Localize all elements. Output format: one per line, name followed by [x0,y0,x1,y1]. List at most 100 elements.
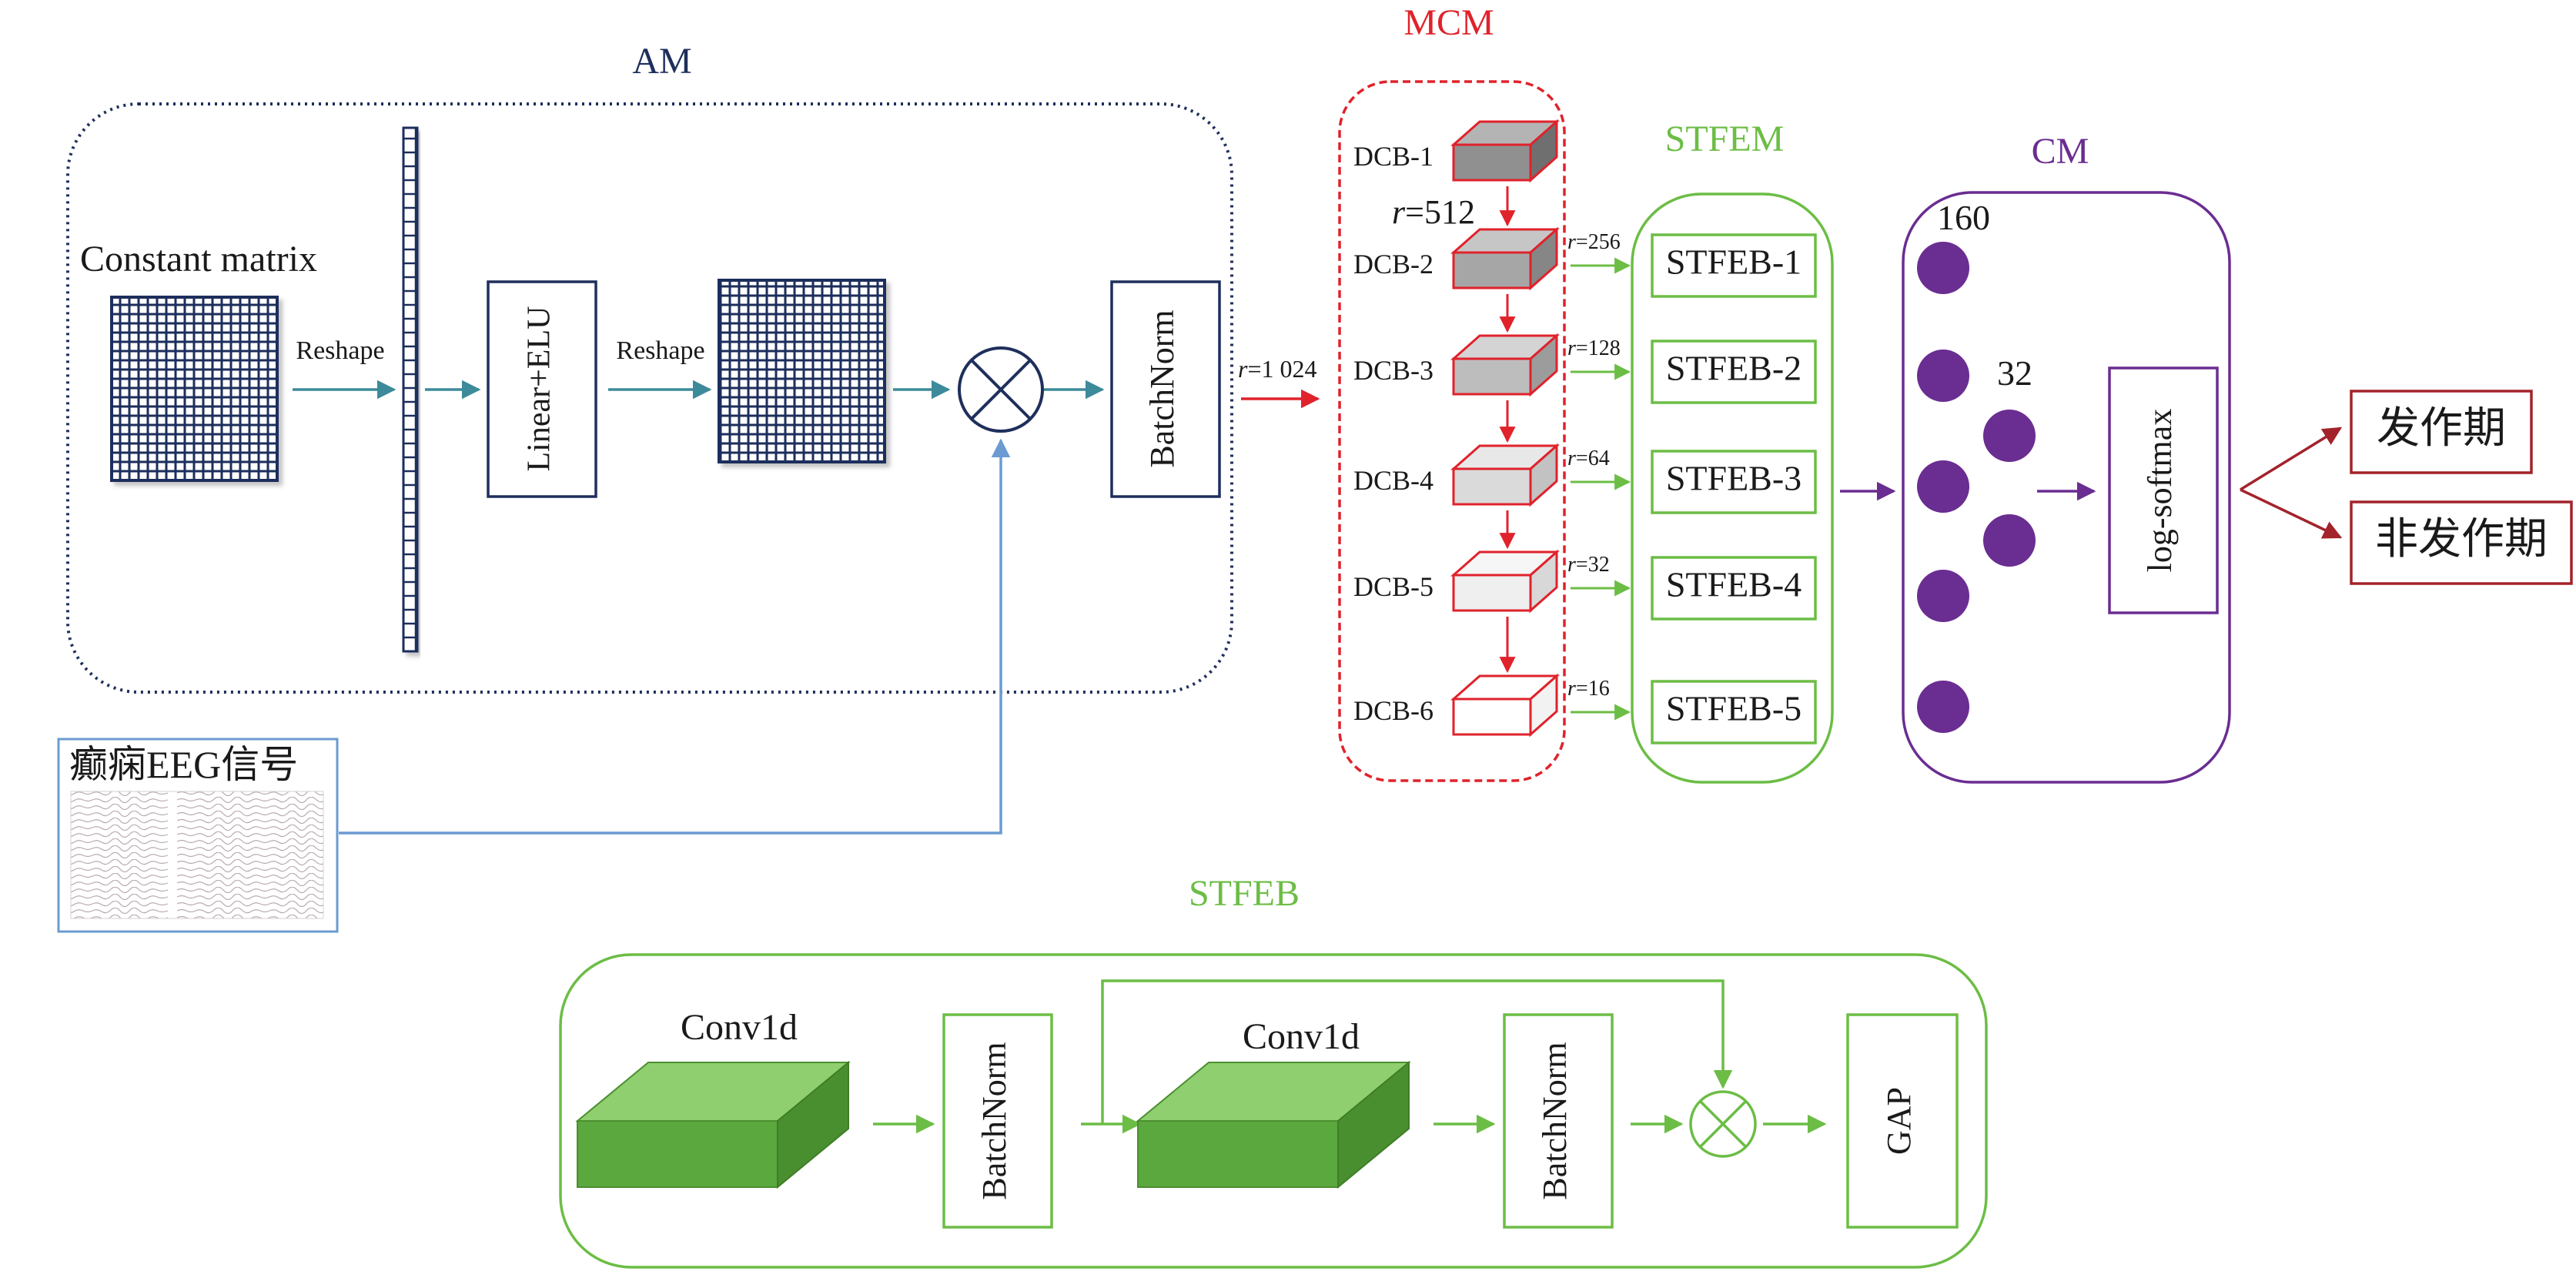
stfem-container [1631,192,1834,784]
am-batchnorm-box [1110,280,1221,498]
r-branch-label: r=64 [1567,447,1610,470]
neuron-layer1-4 [1917,570,1969,622]
mcm-container [1338,80,1566,782]
arrow-eeg-to-multiply [339,438,1011,835]
r-branch-label: r=32 [1567,553,1610,577]
stfeb-block-5: STFEB-5 r=16 [1567,677,1817,744]
stfeb-batchnorm-box-2 [1503,1013,1614,1229]
dcb-cube-side [1529,226,1558,291]
r-top-label: r=512 [1392,193,1475,231]
stfeb-block-4: STFEB-4 r=32 [1567,553,1817,621]
neuron-layer2-2 [1983,514,2036,567]
neuron-layer2-1 [1983,410,2036,462]
neuron-layer1-3 [1917,460,1969,513]
residual-skip-connection [1101,979,1733,1124]
classification-outputs: 发作期 非发作期 [2240,390,2573,585]
r-branch-label: r=16 [1567,677,1610,701]
dcb-cube-side [1529,333,1558,397]
neuron-layer1-1 [1917,242,1969,294]
stfeb-box [1651,556,1817,621]
dcb-cube-side [1529,119,1558,183]
log-softmax-box [2108,366,2219,614]
stfeb-block-1: STFEB-1 r=256 [1567,230,1817,298]
cm-module: CM 160 32 log-softmax [1902,131,2231,784]
stfeb-batchnorm-label-2: BatchNorm [1536,1042,1574,1199]
dcb-cube-front [1452,357,1532,396]
neuron-layers [1917,242,2036,733]
ictal-output-label: 发作期 [2377,405,2506,453]
constant-matrix-grid [110,296,279,482]
am-title: AM [632,41,691,82]
r-branch-label: r=256 [1567,230,1621,254]
dcb-label: DCB-5 [1353,571,1434,602]
dcb-block-2: DCB-2 [1353,226,1560,333]
arrow-to-interictal [2240,488,2343,539]
dcb-label: DCB-6 [1353,695,1434,726]
gap-box [1846,1013,1959,1229]
reshape-label-1: Reshape [296,336,384,365]
r-branch-label: r=128 [1567,336,1621,360]
stfeb-box [1651,340,1817,404]
stfeb-label: STFEB-4 [1666,565,1802,604]
stfem-title: STFEM [1665,119,1785,159]
gap-label: GAP [1880,1087,1918,1155]
ictal-output-box [2350,390,2533,474]
linear-elu-box [487,280,597,498]
stfeb-box [1651,680,1817,744]
stfeb-label: STFEB-5 [1666,689,1802,728]
dcb-cube-front [1452,574,1532,612]
am-to-mcm-connector: r=1 024 [1238,355,1320,409]
stfeb-container [559,953,1988,1269]
log-softmax-label: log-softmax [2141,409,2179,573]
dcb-cube-front [1452,467,1532,506]
dcb-cube-front [1452,143,1532,182]
conv1d-label-2: Conv1d [1243,1016,1360,1057]
dcb-block-3: DCB-3 [1353,333,1560,443]
conv1d-label-1: Conv1d [681,1007,798,1048]
conv1d-block-1 [575,1060,851,1189]
dcb-block-4: DCB-4 [1353,443,1560,550]
stfeb-label: STFEB-1 [1666,243,1802,282]
eeg-signal-label: 癫痫EEG信号 [69,743,298,786]
stfeb-title: STFEB [1189,873,1300,914]
stfeb-label: STFEB-2 [1666,349,1802,388]
dcb-cube-side [1529,443,1558,507]
stfeb-box [1651,450,1817,514]
multiply-operator-icon [958,346,1044,433]
stfeb-label: STFEB-3 [1666,459,1802,498]
dcb-cube-side [1529,673,1558,738]
dcb-block-6: DCB-6 [1353,673,1560,738]
conv1d-block-2 [1136,1060,1411,1189]
stfeb-blocks: STFEB-1r=256STFEB-2r=128STFEB-3r=64STFEB… [1567,230,1817,744]
interictal-output-label: 非发作期 [2375,516,2548,564]
arrow-to-ictal [2240,427,2343,491]
stfeb-multiply-operator-icon [1689,1090,1757,1158]
dcb-label: DCB-4 [1353,465,1434,496]
flattened-vector-column [402,126,419,653]
dcb-label: DCB-1 [1353,141,1434,172]
am-module: AM Constant matrix Reshape Linear+ELU Re… [66,41,1233,694]
layer1-count-label: 160 [1937,198,1990,237]
stfeb-block-3: STFEB-3 r=64 [1567,447,1817,514]
stfeb-box [1651,233,1817,298]
dcb-block-5: DCB-5 [1353,549,1560,674]
neuron-layer1-2 [1917,350,1969,402]
dcb-label: DCB-3 [1353,355,1434,386]
stfeb-block-2: STFEB-2 r=128 [1567,336,1817,404]
cm-container [1902,191,2231,784]
mcm-title: MCM [1403,2,1494,43]
eeg-waveform-image [71,791,323,918]
dcb-cube-front [1452,698,1532,736]
stfeb-detail: STFEB Conv1d BatchNorm Conv1d BatchNorm [559,873,1988,1269]
stfeb-batchnorm-box-1 [942,1013,1053,1229]
constant-matrix-label: Constant matrix [80,239,317,279]
dcb-cube-front [1452,251,1532,289]
linear-elu-label: Linear+ELU [522,306,557,472]
eeg-input: 癫痫EEG信号 [57,438,1011,933]
layer2-count-label: 32 [1997,353,2032,393]
dcb-block-1: DCB-1 [1353,119,1560,227]
r-input-label: r=1 024 [1238,355,1317,383]
